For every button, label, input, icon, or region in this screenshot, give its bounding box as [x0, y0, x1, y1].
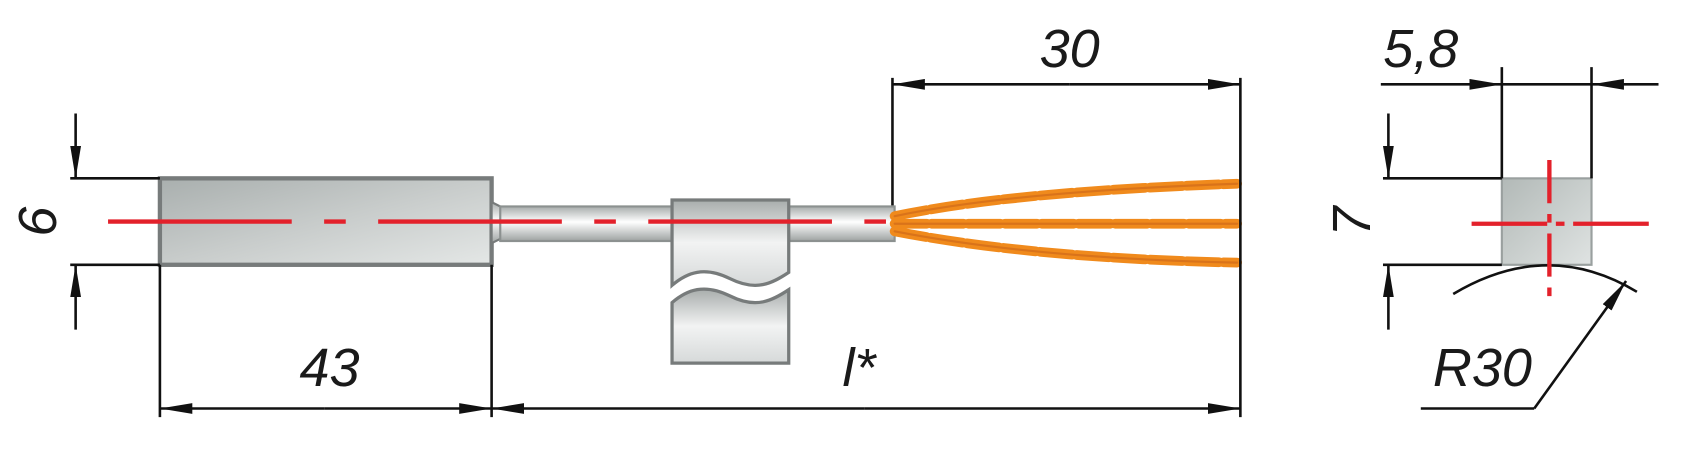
- dimension-label-5-8: 5,8: [1383, 19, 1458, 79]
- dimension-label-30: 30: [1040, 19, 1100, 79]
- dimension-label-length: l*: [842, 338, 877, 398]
- dimension-label-6: 6: [8, 206, 68, 237]
- dimension-diameter: 6: [8, 113, 160, 330]
- side-centerlines: [1471, 159, 1654, 301]
- dimension-length: l*: [491, 77, 1242, 418]
- dimension-sleeve-length: 43: [158, 264, 493, 418]
- dimension-label-r30: R30: [1433, 338, 1532, 398]
- dimension-label-43: 43: [299, 338, 359, 398]
- twisted-wires: [889, 178, 1242, 268]
- dimension-height: 7: [1322, 113, 1502, 330]
- dimension-width: 5,8: [1380, 19, 1659, 179]
- mounting-clamp: [670, 198, 791, 365]
- radius-arc: [1452, 264, 1638, 296]
- dimension-radius: R30: [1420, 280, 1628, 410]
- dimension-lead-length: 30: [891, 19, 1241, 206]
- dimension-label-7: 7: [1322, 205, 1382, 237]
